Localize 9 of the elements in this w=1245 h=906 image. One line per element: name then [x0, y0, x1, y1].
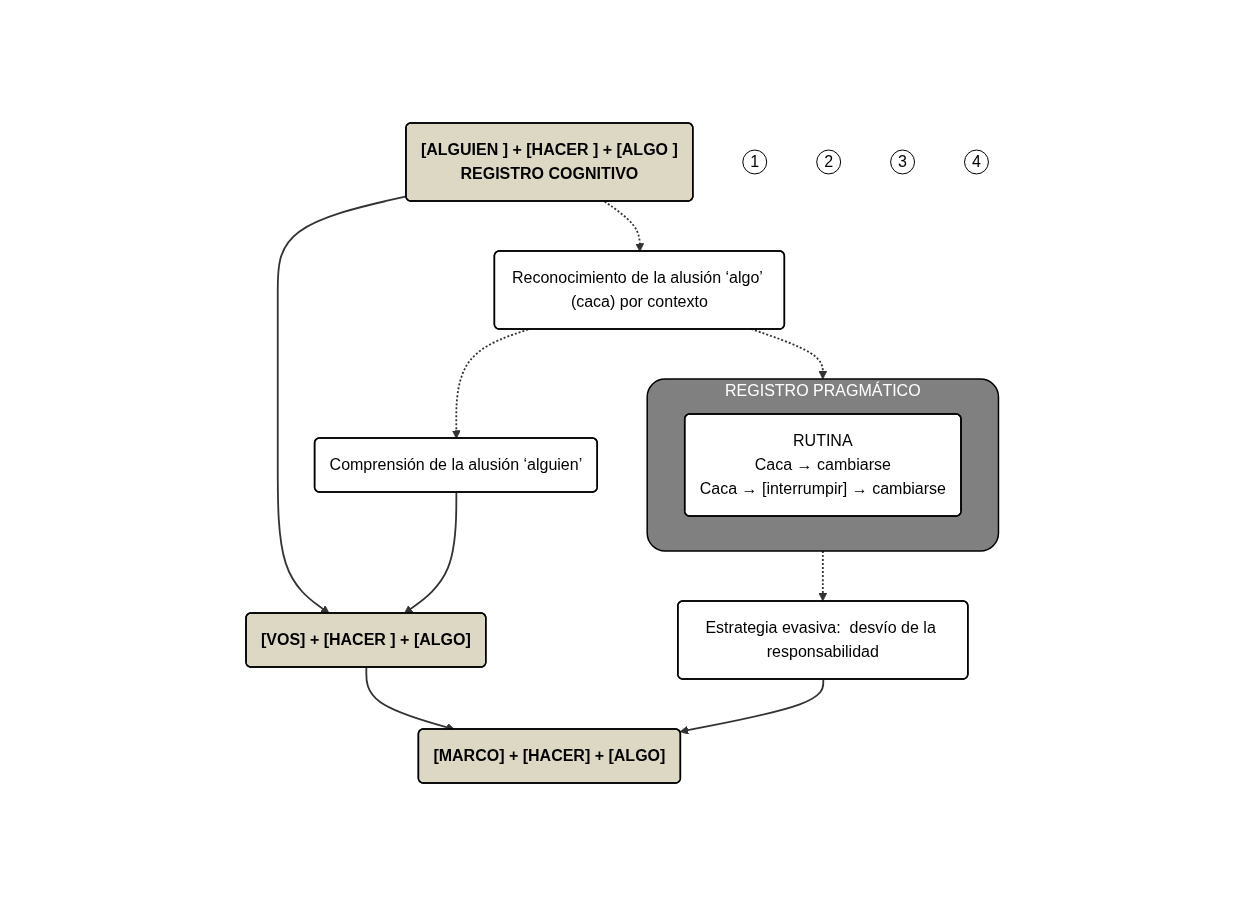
arrow	[604, 200, 645, 252]
arrow	[277, 195, 408, 614]
node-circle: 2	[816, 149, 842, 175]
node-circle: 4	[964, 149, 990, 175]
node-circle: 3	[890, 149, 916, 175]
arrow	[679, 678, 825, 735]
arrow	[818, 550, 828, 602]
arrow	[404, 491, 458, 614]
node-circle: 1	[742, 149, 768, 175]
